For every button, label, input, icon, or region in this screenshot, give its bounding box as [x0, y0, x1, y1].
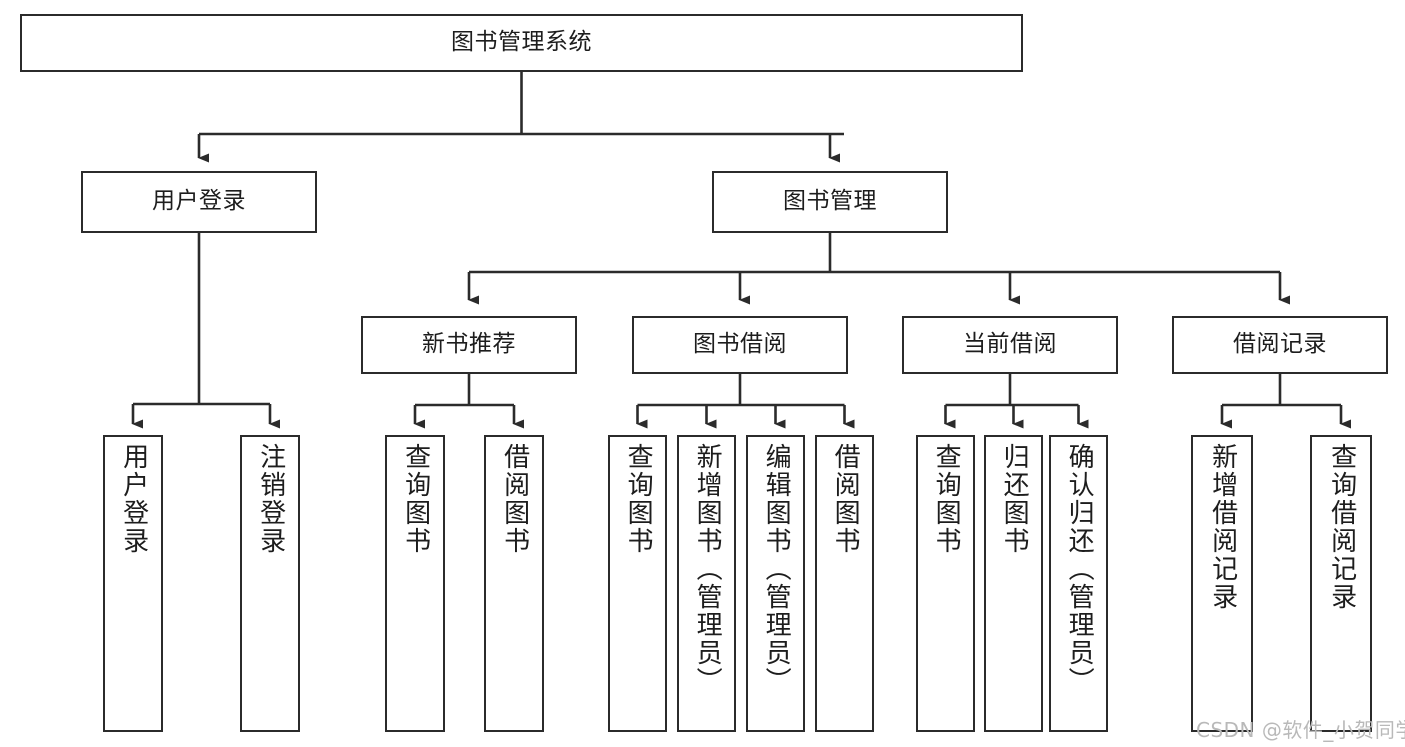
node-leaf-add-book-label: 新增图书（管理员）: [692, 443, 723, 695]
node-leaf-edit-book-label: 编辑图书（管理员）: [761, 443, 792, 695]
node-leaf-add-record-label: 新增借阅记录: [1207, 443, 1238, 611]
node-book-borrow[interactable]: 图书借阅: [632, 316, 848, 374]
csdn-watermark: CSDN @软件_小贺同学: [1196, 718, 1405, 742]
node-leaf-query-book-cur[interactable]: 查询图书: [916, 435, 975, 732]
node-borrow-record[interactable]: 借阅记录: [1172, 316, 1388, 374]
node-leaf-query-record-label: 查询借阅记录: [1326, 443, 1357, 611]
node-book-manage[interactable]: 图书管理: [712, 171, 948, 233]
node-book-borrow-label: 图书借阅: [693, 331, 787, 358]
node-leaf-logout-label: 注销登录: [255, 443, 286, 555]
node-leaf-query-book-cur-label: 查询图书: [931, 443, 962, 555]
node-root[interactable]: 图书管理系统: [20, 14, 1023, 72]
node-leaf-return-book[interactable]: 归还图书: [984, 435, 1043, 732]
node-leaf-borrow-book-rec-label: 借阅图书: [499, 443, 530, 555]
node-user-login[interactable]: 用户登录: [81, 171, 317, 233]
node-leaf-edit-book[interactable]: 编辑图书（管理员）: [746, 435, 805, 732]
node-leaf-logout[interactable]: 注销登录: [240, 435, 300, 732]
node-new-book-recommend-label: 新书推荐: [422, 331, 516, 358]
node-leaf-user-login-label: 用户登录: [118, 443, 149, 555]
node-leaf-confirm-return[interactable]: 确认归还（管理员）: [1049, 435, 1108, 732]
node-leaf-query-book-label: 查询图书: [623, 443, 654, 555]
node-root-label: 图书管理系统: [451, 29, 592, 56]
node-borrow-record-label: 借阅记录: [1233, 331, 1327, 358]
node-user-login-label: 用户登录: [152, 188, 246, 215]
node-book-manage-label: 图书管理: [783, 188, 877, 215]
node-leaf-borrow-book-label: 借阅图书: [830, 443, 861, 555]
node-leaf-borrow-book[interactable]: 借阅图书: [815, 435, 874, 732]
node-leaf-query-book-rec-label: 查询图书: [400, 443, 431, 555]
node-leaf-query-book[interactable]: 查询图书: [608, 435, 667, 732]
node-new-book-recommend[interactable]: 新书推荐: [361, 316, 577, 374]
node-leaf-confirm-return-label: 确认归还（管理员）: [1064, 443, 1095, 695]
node-current-borrow[interactable]: 当前借阅: [902, 316, 1118, 374]
node-current-borrow-label: 当前借阅: [963, 331, 1057, 358]
node-leaf-add-book[interactable]: 新增图书（管理员）: [677, 435, 736, 732]
node-leaf-borrow-book-rec[interactable]: 借阅图书: [484, 435, 544, 732]
node-leaf-query-record[interactable]: 查询借阅记录: [1310, 435, 1372, 732]
node-leaf-return-book-label: 归还图书: [999, 443, 1030, 555]
node-leaf-user-login[interactable]: 用户登录: [103, 435, 163, 732]
node-leaf-add-record[interactable]: 新增借阅记录: [1191, 435, 1253, 732]
node-leaf-query-book-rec[interactable]: 查询图书: [385, 435, 445, 732]
